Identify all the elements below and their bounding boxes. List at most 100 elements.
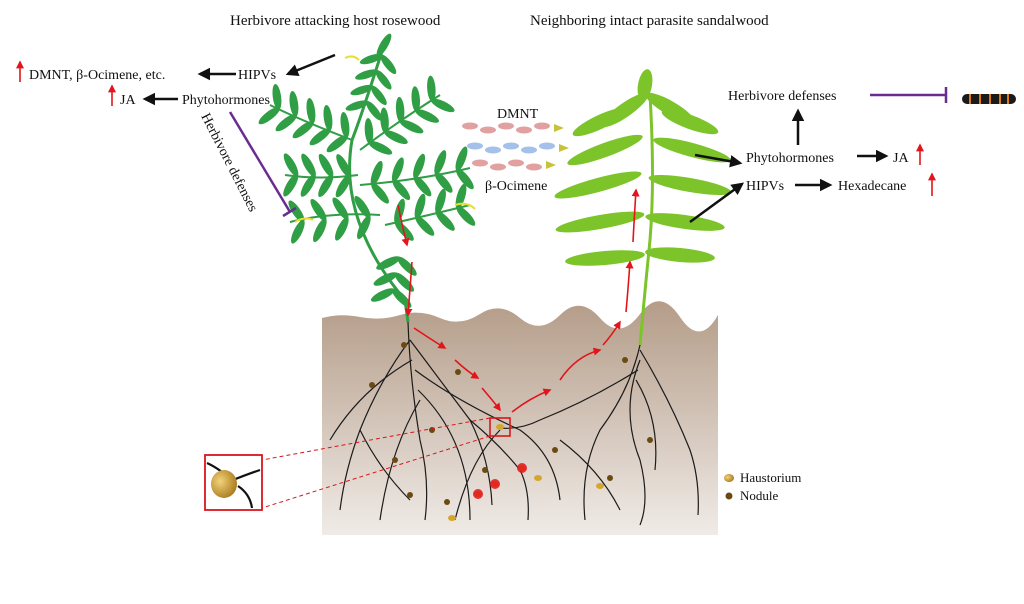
- leaf: [258, 107, 280, 125]
- leaf: [395, 96, 405, 123]
- leaf: [394, 272, 415, 292]
- leaf: [366, 101, 382, 121]
- leaf: [455, 146, 468, 172]
- leaf: [272, 84, 282, 110]
- leaf: [645, 247, 715, 263]
- root: [583, 344, 641, 521]
- nodule: [482, 467, 488, 473]
- leaf: [292, 121, 314, 139]
- volatile-particle: [480, 126, 496, 134]
- haustorium: [596, 483, 604, 489]
- volatile-ocimene: β-Ocimene: [485, 179, 547, 194]
- leaf: [370, 288, 395, 302]
- root-system: [329, 321, 699, 526]
- host-hipvs-product: DMNT, β-Ocimene, etc.: [29, 68, 165, 83]
- leaf: [355, 69, 379, 80]
- leaf: [318, 174, 334, 198]
- root: [379, 399, 421, 521]
- volatile-particle: [462, 122, 478, 130]
- leaf: [345, 100, 369, 111]
- root-nodules: [369, 342, 653, 521]
- root: [407, 321, 428, 521]
- volatile-particle: [472, 159, 488, 167]
- parasite-ja: JA: [893, 151, 909, 166]
- root: [639, 349, 699, 516]
- volatile-arrowhead: [546, 161, 556, 169]
- leaf: [289, 91, 299, 117]
- haustorium-signal: [473, 489, 483, 499]
- leaf: [350, 84, 374, 96]
- leaf: [645, 213, 725, 231]
- root: [499, 369, 639, 429]
- volatile-particle: [516, 126, 532, 134]
- volatile-particle: [526, 163, 542, 171]
- leaf: [300, 174, 316, 197]
- host-rosewood-tree: [258, 33, 476, 323]
- nodule: [647, 437, 653, 443]
- zoom-line-bottom: [261, 435, 491, 509]
- nodule: [407, 492, 413, 498]
- leaf: [455, 183, 467, 209]
- volatile-arrowhead: [559, 144, 569, 152]
- leaf: [380, 107, 389, 134]
- leaf: [373, 272, 398, 286]
- leaf: [301, 153, 316, 177]
- leaf: [323, 105, 333, 131]
- leaf: [661, 109, 719, 135]
- leaf: [435, 211, 455, 231]
- legend: Haustorium Nodule: [724, 470, 801, 503]
- volatile-dmnt: DMNT: [497, 107, 539, 122]
- leaf: [413, 175, 432, 197]
- leaf: [376, 256, 400, 270]
- legend-nodule: Nodule: [740, 488, 779, 503]
- leaf: [340, 112, 350, 138]
- leaf: [335, 174, 351, 198]
- volatile-particle: [521, 146, 537, 154]
- leaf: [555, 211, 645, 233]
- caterpillar-icon: [962, 94, 1016, 104]
- leaf: [370, 160, 383, 186]
- volatile-particle: [467, 142, 483, 150]
- arrow-tree-to-phyto: [694, 153, 743, 168]
- volatile-particle: [498, 122, 514, 130]
- leaf: [354, 196, 371, 219]
- zoom-box-small: [489, 417, 511, 437]
- haustorium-signal: [490, 479, 500, 489]
- leaf: [455, 168, 474, 190]
- leaf: [288, 200, 305, 223]
- leaf: [357, 215, 371, 240]
- leaf: [567, 134, 643, 166]
- root: [414, 369, 561, 501]
- leaf: [411, 86, 421, 113]
- root: [359, 429, 411, 501]
- leaf: [391, 157, 404, 182]
- leaf: [565, 250, 645, 266]
- zoom-line-top: [261, 417, 491, 461]
- leaf: [375, 70, 392, 90]
- parasite-sandalwood-tree: [554, 69, 732, 346]
- leaf: [572, 107, 628, 137]
- host-inhibit-bar: [282, 206, 297, 218]
- nodule: [401, 342, 407, 348]
- leaf: [637, 69, 653, 101]
- host-hipvs: HIPVs: [238, 68, 276, 83]
- parasite-phytohormones: Phytohormones: [746, 151, 834, 166]
- nodule: [392, 457, 398, 463]
- nodule: [622, 357, 628, 363]
- leaf: [318, 153, 334, 177]
- parasite-hipvs: HIPVs: [746, 179, 784, 194]
- leaf: [414, 193, 426, 219]
- leaf: [359, 53, 383, 65]
- host-inhibit-line: [228, 111, 292, 213]
- root: [417, 389, 471, 521]
- leaf: [283, 173, 299, 197]
- leaf: [456, 206, 476, 226]
- leaf: [413, 153, 426, 179]
- leaf: [653, 137, 731, 163]
- nodule: [455, 369, 461, 375]
- leaf: [434, 150, 447, 175]
- parasite-defenses: Herbivore defenses: [728, 89, 836, 104]
- leaf: [291, 219, 305, 244]
- volatile-plumes: [462, 122, 569, 171]
